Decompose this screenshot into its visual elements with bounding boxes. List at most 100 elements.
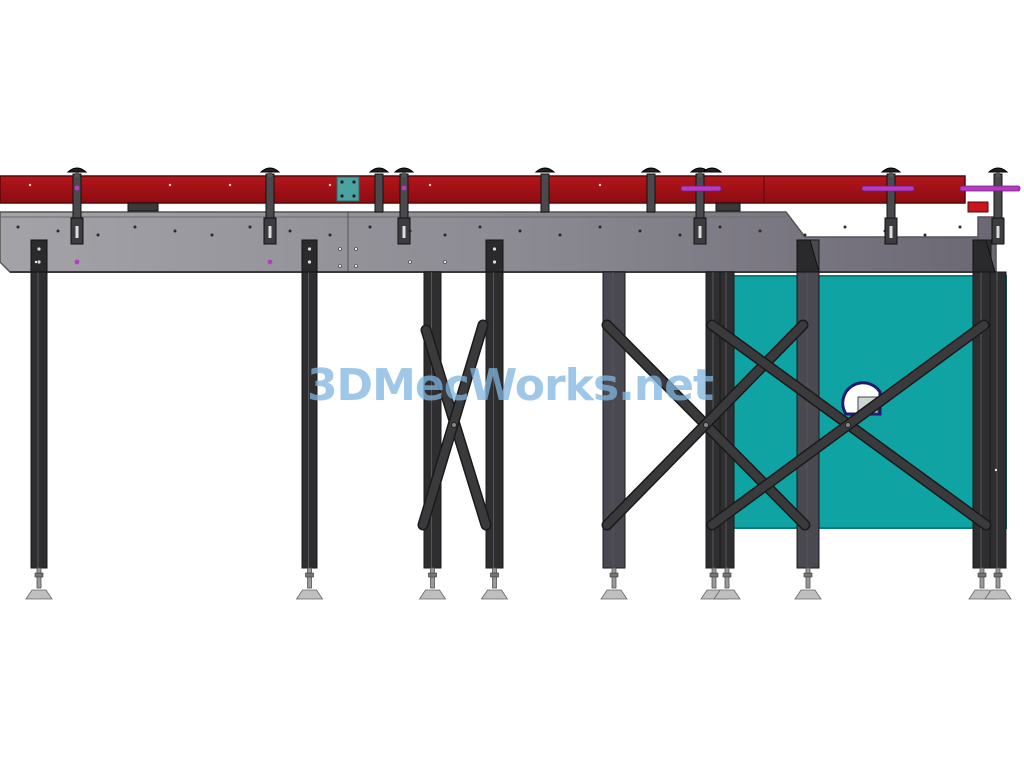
foot-nut: [490, 572, 499, 578]
clamp-knob-icon: [880, 167, 902, 173]
mounting-bolt-icon: [638, 229, 642, 233]
rail-mount-block: [127, 202, 159, 212]
adjustable-foot-icon: [984, 589, 1012, 600]
foot-stem: [805, 567, 811, 589]
mounting-bolt-icon: [803, 233, 807, 237]
adjustable-foot-icon: [25, 589, 53, 600]
clamp-post: [695, 173, 705, 219]
clamp-stem: [698, 172, 702, 177]
mounting-bolt-icon: [338, 264, 342, 268]
leg-bracket: [301, 239, 318, 273]
adjuster-rod: [959, 185, 1021, 192]
accent-marker: [267, 259, 273, 265]
mounting-bolt-icon: [958, 225, 962, 229]
accent-marker: [74, 259, 80, 265]
foot-stem: [979, 567, 985, 589]
foot-nut: [609, 572, 619, 578]
mounting-bolt-icon: [328, 233, 332, 237]
clamp-stem: [268, 172, 272, 177]
mounting-bolt-icon: [443, 260, 447, 264]
mounting-bolt-icon: [558, 233, 562, 237]
accent-marker: [74, 185, 80, 191]
mounting-bolt-icon: [340, 180, 344, 184]
leg-bracket: [972, 239, 996, 273]
mounting-bolt-icon: [34, 260, 38, 264]
mounting-bolt-icon: [352, 180, 356, 184]
mounting-bolt-icon: [16, 225, 20, 229]
mounting-bolt-icon: [307, 260, 312, 264]
clamp-post: [374, 173, 384, 213]
mounting-bolt-icon: [994, 468, 998, 472]
mounting-bolt-icon: [758, 229, 762, 233]
mounting-bolt-icon: [718, 225, 722, 229]
clamp-post: [265, 173, 275, 219]
bracket-plate: [336, 176, 360, 202]
mounting-bolt-icon: [288, 229, 292, 233]
mounting-bolt-icon: [368, 225, 372, 229]
mounting-bolt-icon: [883, 229, 887, 233]
rail-rivet: [168, 183, 172, 187]
clamp-slot: [889, 226, 893, 238]
mounting-bolt-icon: [56, 229, 60, 233]
clamp-knob-icon: [66, 167, 88, 173]
leg-bracket: [796, 239, 820, 273]
clamp-post: [886, 173, 896, 219]
mounting-bolt-icon: [173, 229, 177, 233]
clamp-slot: [996, 226, 1000, 238]
rail-rivet: [598, 183, 602, 187]
foot-nut: [722, 572, 732, 578]
adjustable-foot-icon: [418, 589, 447, 600]
adjuster-rod: [861, 185, 915, 192]
rail-rivet: [28, 183, 32, 187]
foot-stem: [307, 567, 312, 589]
foot-stem: [36, 567, 42, 589]
rail-rivet: [428, 183, 432, 187]
rail-mount-block: [715, 202, 741, 212]
foot-stem: [724, 567, 730, 589]
foot-stem: [711, 567, 717, 589]
mounting-bolt-icon: [96, 233, 100, 237]
adjustable-foot-icon: [794, 589, 822, 600]
mounting-bolt-icon: [845, 422, 851, 428]
mounting-bolt-icon: [37, 260, 41, 264]
adjustable-foot-icon: [600, 589, 628, 600]
mounting-bolt-icon: [210, 233, 214, 237]
watermark-text: 3DMecWorks.net: [307, 360, 714, 411]
foot-stem: [430, 567, 435, 589]
rail-clamps: [66, 167, 1021, 265]
foot-nut: [977, 572, 987, 578]
support-leg: [989, 271, 1007, 569]
clamp-post: [72, 173, 82, 219]
foot-stem: [611, 567, 617, 589]
clamp-knob-icon: [259, 167, 281, 173]
support-legs: [25, 239, 1012, 600]
guide-rail-bar: [0, 175, 966, 204]
adjustable-foot-icon: [713, 589, 741, 600]
mounting-bolt-icon: [703, 422, 709, 428]
foot-nut: [993, 572, 1003, 578]
clamp-knob-icon: [701, 167, 723, 173]
mounting-bolt-icon: [518, 229, 522, 233]
frame-bolts: [16, 183, 998, 472]
mounting-bolt-icon: [408, 229, 412, 233]
clamp-stem: [996, 172, 1000, 177]
adjuster-rod: [680, 185, 722, 192]
mounting-bolt-icon: [352, 194, 356, 198]
foot-stem: [492, 567, 497, 589]
foot-nut: [428, 572, 437, 578]
accent-marker: [401, 185, 407, 191]
mounting-bolt-icon: [492, 247, 497, 251]
rail-rivet: [328, 183, 332, 187]
mounting-bolt-icon: [843, 225, 847, 229]
leg-bracket: [485, 239, 504, 273]
clamp-stem: [402, 172, 406, 177]
clamp-stem: [889, 172, 893, 177]
adjustable-foot-icon: [295, 589, 324, 600]
clamp-knob-icon: [368, 167, 390, 173]
clamp-post: [993, 173, 1003, 219]
foot-nut: [803, 572, 813, 578]
mounting-bolt-icon: [338, 247, 342, 251]
mounting-bolt-icon: [37, 247, 41, 251]
foot-nut: [305, 572, 314, 578]
